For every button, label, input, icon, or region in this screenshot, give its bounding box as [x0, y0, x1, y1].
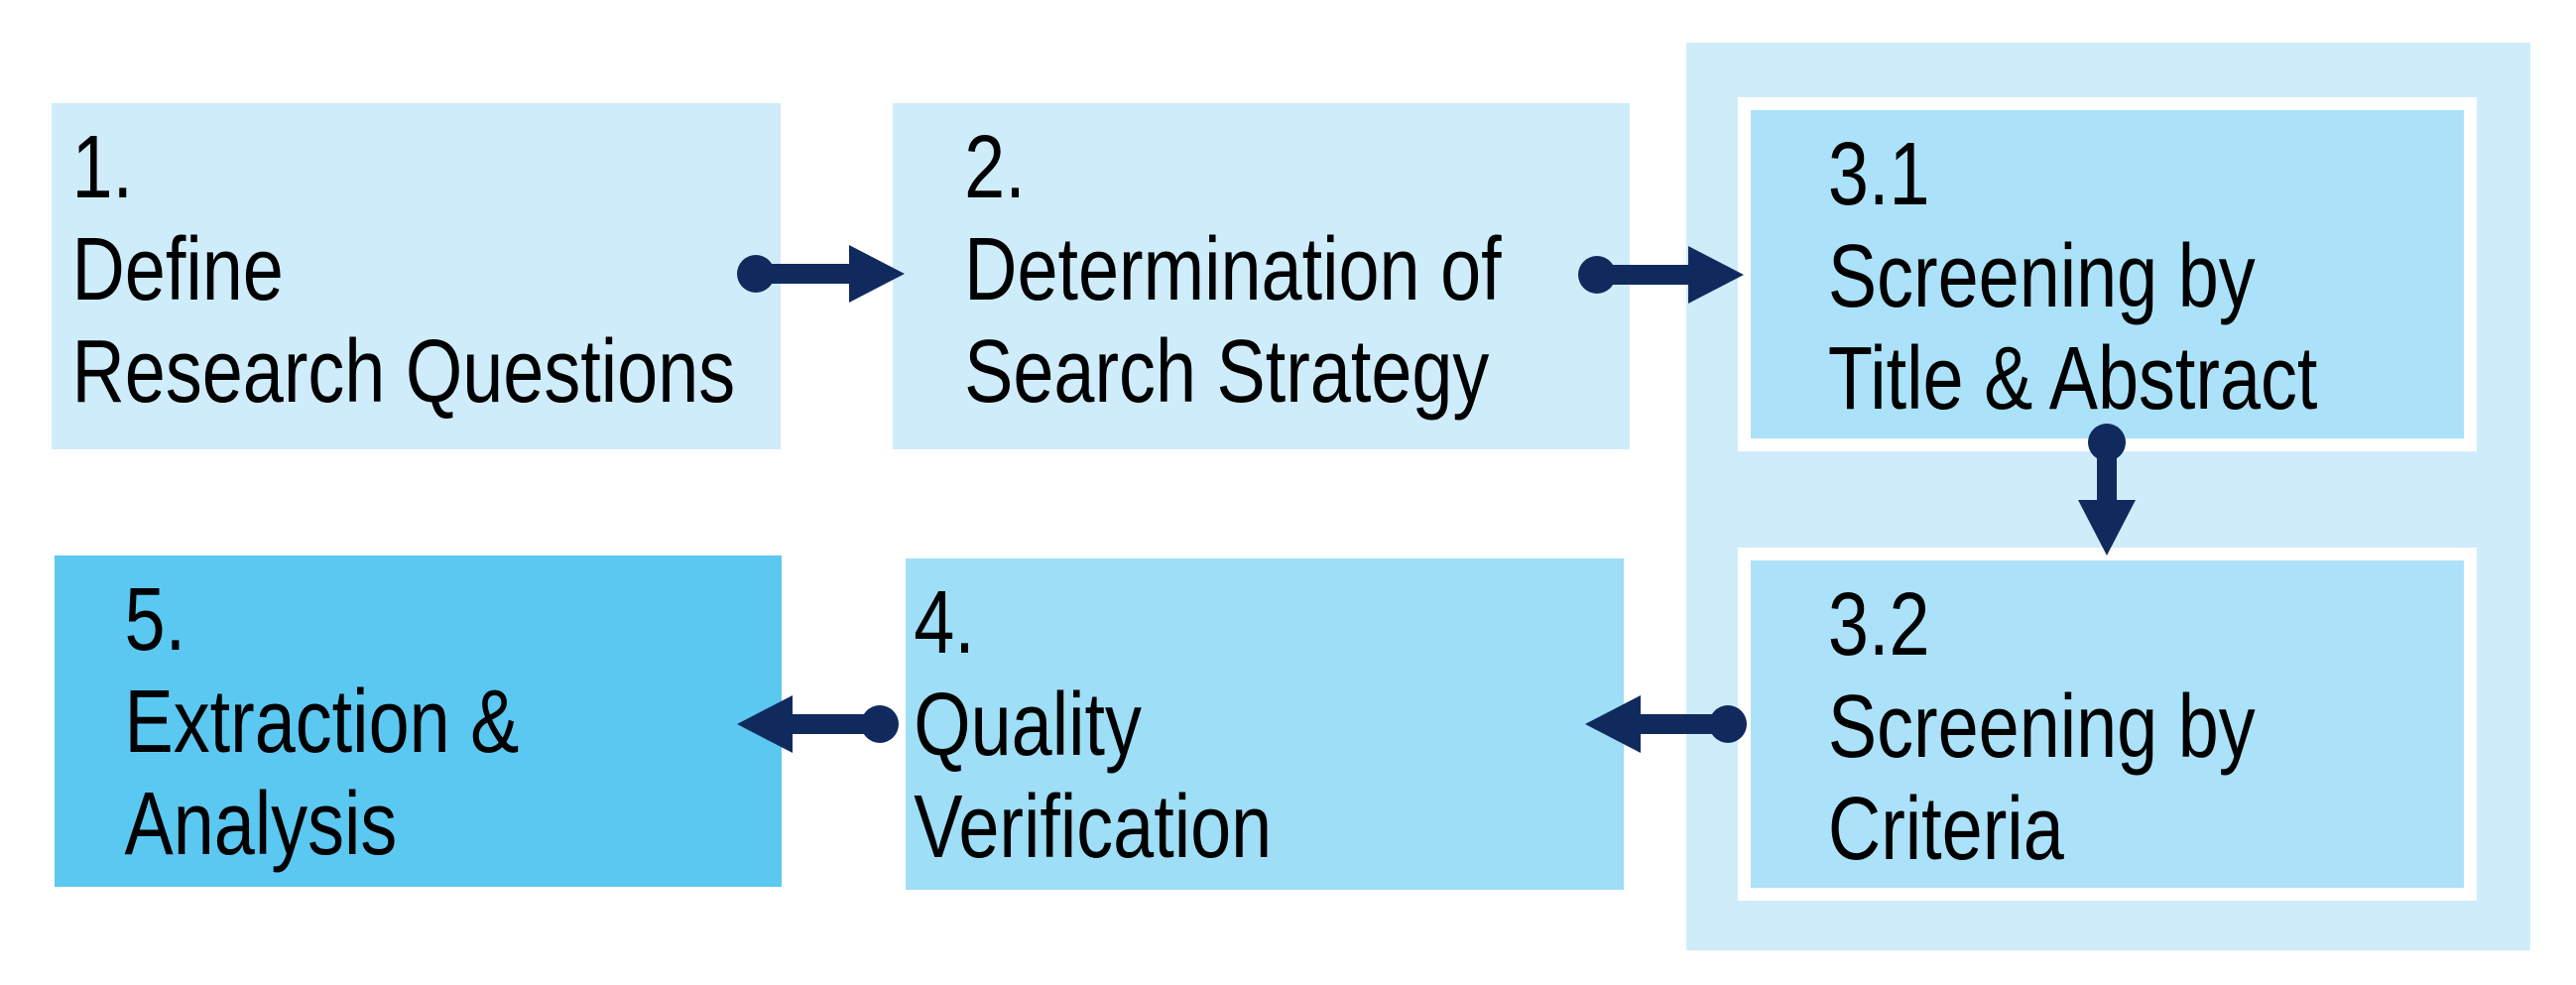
- step-1-text: 1. Define Research Questions: [52, 117, 801, 424]
- step-label-line: Screening by: [1827, 677, 2256, 777]
- step-number: 3.2: [1827, 575, 1930, 675]
- step-box-3-1: 3.1 Screening by Title & Abstract: [1751, 110, 2464, 438]
- step-box-5: 5. Extraction & Analysis: [55, 555, 782, 887]
- step-label-line: Title & Abstract: [1827, 329, 2318, 429]
- step-label-line: Verification: [914, 778, 1273, 877]
- step-number: 4.: [914, 573, 975, 673]
- step-box-4: 4. Quality Verification: [906, 558, 1624, 890]
- step-label-line: Analysis: [124, 775, 398, 874]
- step-label-line: Criteria: [1827, 780, 2064, 879]
- step-4-text: 4. Quality Verification: [906, 572, 1632, 879]
- step-number: 2.: [964, 118, 1026, 217]
- step-label-line: Screening by: [1827, 227, 2256, 326]
- step-label-line: Research Questions: [71, 322, 736, 422]
- step-box-3-1-frame: 3.1 Screening by Title & Abstract: [1738, 97, 2477, 451]
- step-5-text: 5. Extraction & Analysis: [55, 569, 852, 876]
- step-3-2-text: 3.2 Screening by Criteria: [1751, 574, 2541, 881]
- step-label-line: Search Strategy: [964, 322, 1490, 422]
- step-2-text: 2. Determination of Search Strategy: [893, 117, 1701, 424]
- screening-stage-group: 3.1 Screening by Title & Abstract 3.2 Sc…: [1686, 43, 2530, 950]
- step-number: 3.1: [1827, 125, 1930, 224]
- step-box-3-2: 3.2 Screening by Criteria: [1751, 560, 2464, 888]
- step-box-1: 1. Define Research Questions: [52, 103, 781, 449]
- step-label-line: Determination of: [964, 220, 1502, 319]
- step-number: 5.: [124, 570, 186, 670]
- step-box-2: 2. Determination of Search Strategy: [893, 103, 1630, 449]
- step-box-3-2-frame: 3.2 Screening by Criteria: [1738, 548, 2477, 901]
- step-label-line: Quality: [914, 676, 1142, 775]
- step-number: 1.: [71, 118, 134, 217]
- step-label-line: Define: [71, 220, 284, 319]
- step-3-1-text: 3.1 Screening by Title & Abstract: [1751, 124, 2541, 431]
- step-label-line: Extraction &: [124, 673, 520, 772]
